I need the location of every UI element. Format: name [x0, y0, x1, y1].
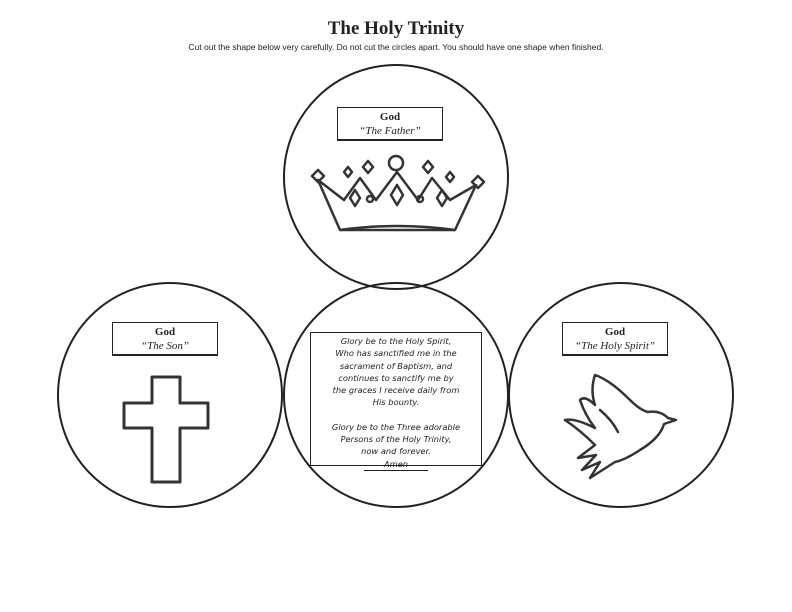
prayer-line: sacrament of Baptism, and [339, 360, 453, 371]
circle-son [57, 282, 283, 508]
circle-father [283, 64, 509, 290]
spirit-label: God “The Holy Spirit” [562, 322, 668, 356]
prayer-line: Glory be to the Holy Spirit, [340, 336, 452, 346]
cross-icon [122, 375, 210, 484]
son-heading: God [154, 326, 176, 338]
son-name: “The Son” [141, 340, 189, 352]
prayer-line: Glory be to the Three adorable [331, 421, 461, 432]
dove-icon [563, 373, 678, 480]
prayer-box: Glory be to the Holy Spirit, Who has san… [310, 332, 482, 471]
instructions: Cut out the shape below very carefully. … [188, 42, 604, 52]
crown-icon [310, 154, 486, 232]
father-heading: God [379, 111, 401, 123]
spirit-name: “The Holy Spirit” [574, 340, 656, 352]
circle-spirit [508, 282, 734, 508]
prayer-line: the graces I receive daily from [332, 385, 460, 396]
prayer-line: continues to sanctify me by [338, 372, 454, 383]
prayer-line: His bounty. [372, 397, 420, 408]
son-label: God “The Son” [112, 322, 218, 356]
page-title: The Holy Trinity [327, 18, 465, 39]
prayer-line: now and forever. [361, 446, 431, 457]
prayer-line: Who has sanctified me in the [335, 348, 457, 359]
spirit-heading: God [604, 326, 626, 338]
prayer-amen: Amen [363, 458, 429, 471]
prayer-line: Persons of the Holy Trinity, [340, 434, 452, 445]
father-name: “The Father” [359, 125, 421, 137]
father-label: God “The Father” [337, 107, 443, 141]
